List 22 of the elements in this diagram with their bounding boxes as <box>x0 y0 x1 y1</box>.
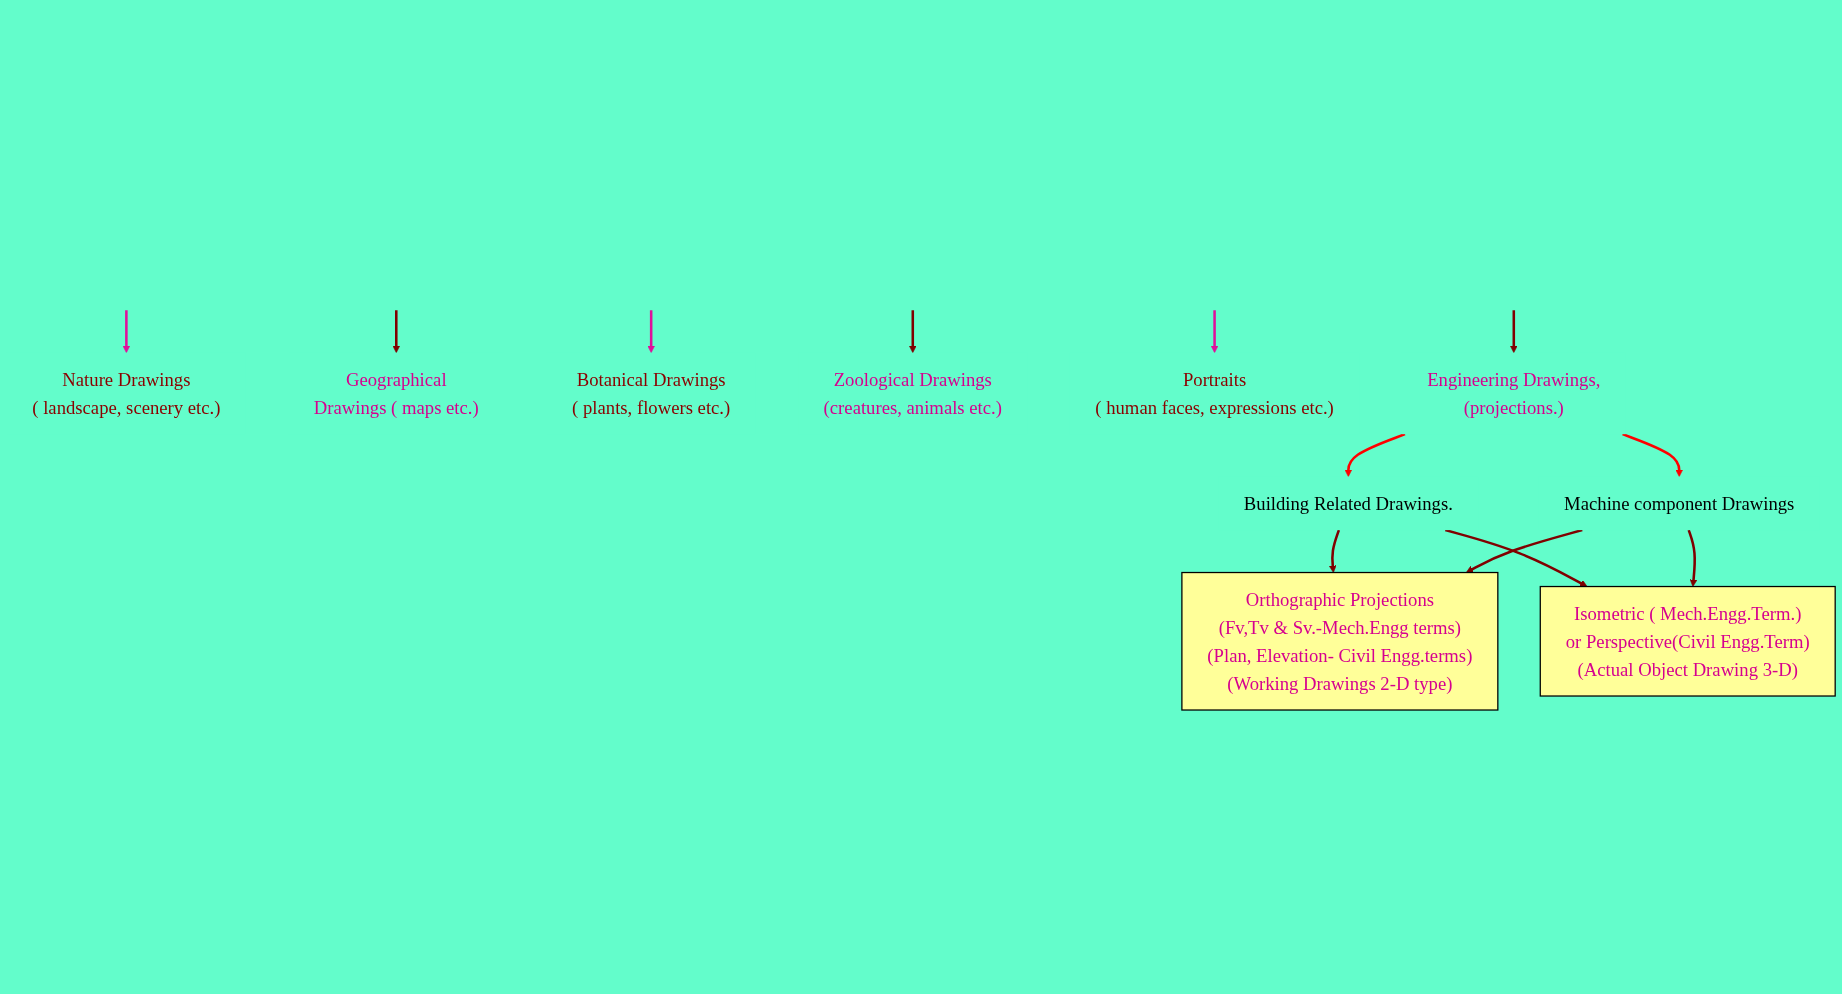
node-text: Building Related Drawings. <box>1243 492 1453 514</box>
arrow <box>1344 432 1406 477</box>
node-text: Zoological Drawings (creatures, animals etc.) <box>823 368 1002 418</box>
arrow <box>1465 528 1583 573</box>
arrow <box>1687 529 1698 587</box>
node-text: Geographical Drawings ( maps etc.) <box>313 368 479 418</box>
node-text: Portraits ( human faces, expressions etc.) <box>1095 368 1334 418</box>
arrow <box>1210 309 1219 353</box>
arrow <box>1622 432 1683 477</box>
arrow <box>1445 528 1588 587</box>
arrow <box>122 309 131 353</box>
node-text: Nature Drawings ( landscape, scenery etc.) <box>32 368 221 418</box>
node-box: Orthographic Projections (Fv,Tv & Sv.-Mech.Engg terms) (Plan, Elevation- Civil Engg.terms) (Working Drawings 2-D type) <box>1181 571 1499 711</box>
arrow <box>1329 529 1341 573</box>
arrow <box>392 309 400 353</box>
arrow <box>647 309 655 353</box>
node-text: Engineering Drawings, (projections.) <box>1427 368 1601 418</box>
arrow <box>1510 309 1518 353</box>
node-text: Botanical Drawings ( plants, flowers etc.) <box>572 368 731 418</box>
node-text: Machine component Drawings <box>1564 492 1795 514</box>
node-box: Isometric ( Mech.Engg.Term.) or Perspective(Civil Engg.Term) (Actual Object Drawing 3-D) <box>1539 585 1836 697</box>
arrow <box>909 309 917 353</box>
